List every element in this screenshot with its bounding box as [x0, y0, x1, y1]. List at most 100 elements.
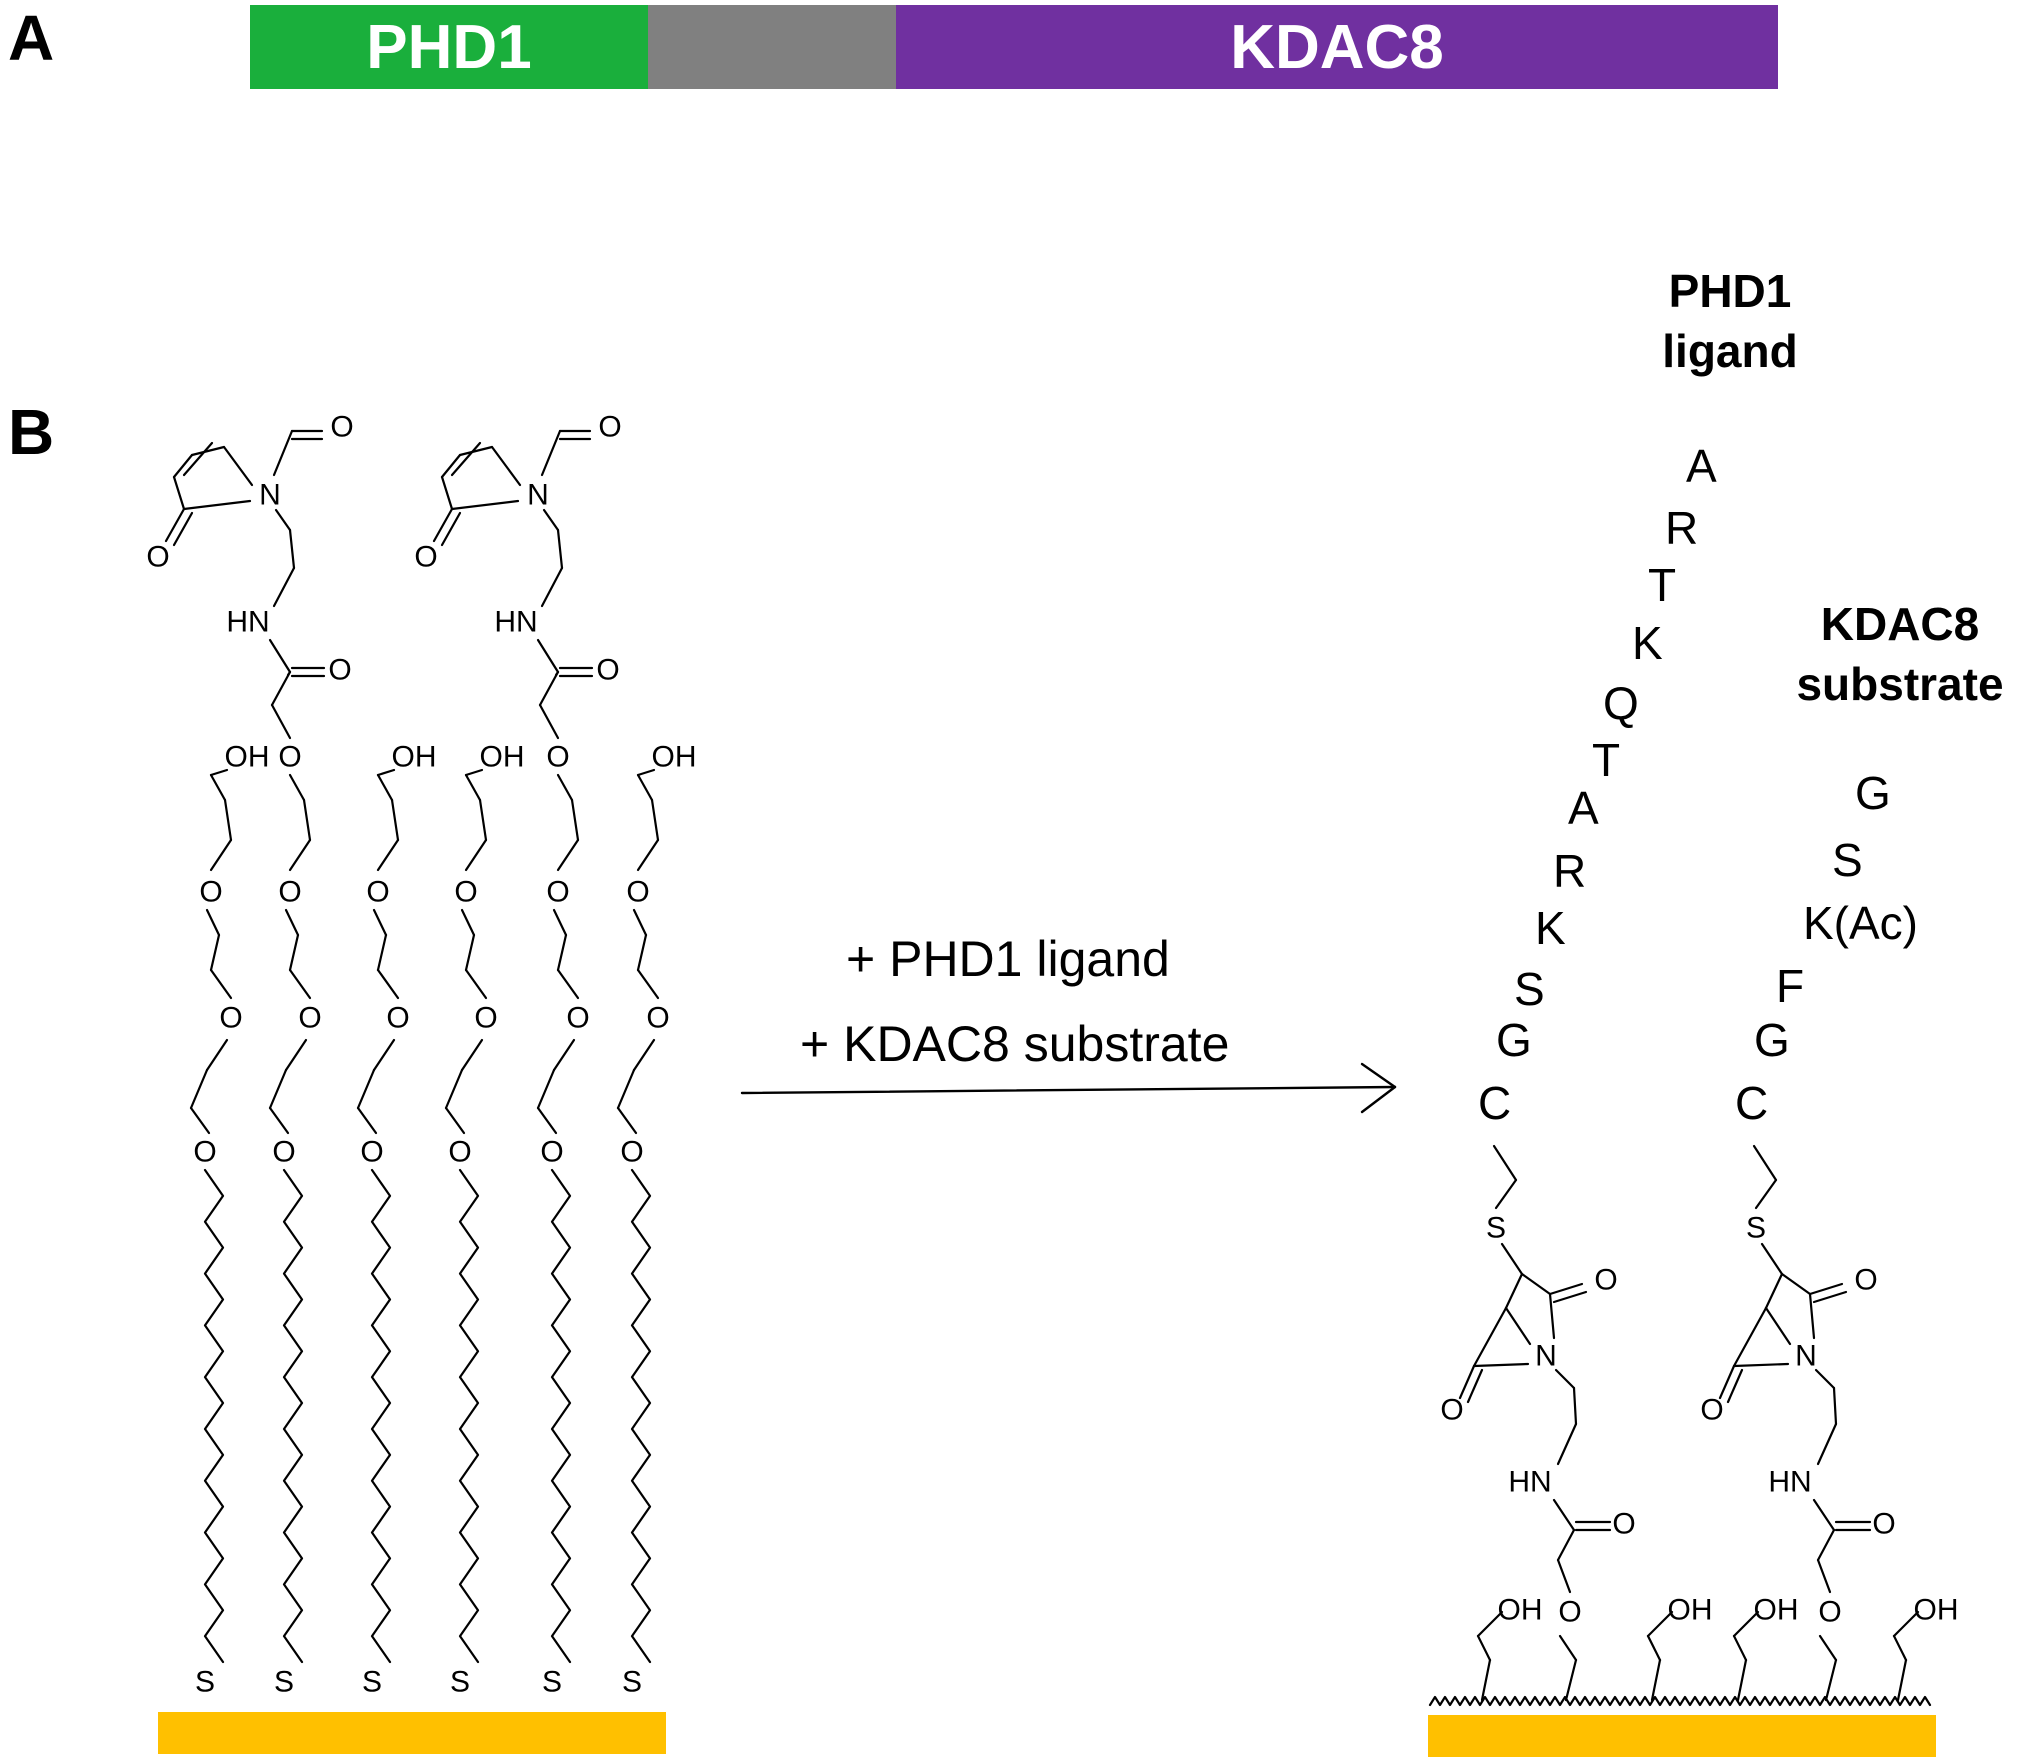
o-atom: O [193, 1136, 216, 1169]
bond [1480, 1658, 1492, 1702]
o-atom: O [646, 1002, 669, 1035]
bond [209, 933, 221, 972]
alkyl-chain [458, 1168, 480, 1664]
reaction-arrow-shaft [740, 1085, 1397, 1095]
bond [440, 475, 454, 511]
bond [172, 475, 186, 511]
bond [632, 908, 648, 937]
bond [1472, 1362, 1530, 1368]
phd1-residue: K [1632, 617, 1663, 669]
kdac8-domain-label: KDAC8 [1230, 12, 1444, 82]
bond [1552, 1290, 1588, 1304]
bond [376, 968, 400, 1000]
bond [1556, 1422, 1578, 1466]
bond [636, 838, 660, 872]
bond [1494, 1178, 1518, 1210]
s-atom: S [450, 1666, 470, 1699]
bond [1824, 1658, 1838, 1702]
bond [1896, 1658, 1908, 1702]
bond [1816, 1528, 1836, 1562]
bond [636, 768, 656, 777]
o-atom: O [278, 876, 301, 909]
bond [288, 968, 312, 1000]
bond [478, 798, 488, 842]
phd1-residue: G [1496, 1014, 1532, 1066]
bond [205, 1038, 229, 1072]
kdac8-substrate-label-line1: KDAC8 [1820, 598, 1980, 650]
bond [632, 1038, 656, 1072]
kdac8-residue: K(Ac) [1803, 897, 1918, 949]
alkyl-chain [282, 1168, 304, 1664]
linker-domain-bar [648, 5, 896, 89]
bond [440, 453, 462, 479]
bond [556, 933, 568, 972]
o-atom: O [328, 654, 351, 687]
o-atom: O [1558, 1596, 1581, 1629]
phd1-residue: T [1648, 559, 1677, 611]
bond [458, 445, 494, 457]
kdac8-residue: G [1754, 1014, 1790, 1066]
bond [1552, 1498, 1576, 1532]
bond [268, 1106, 290, 1135]
o-atom: O [366, 876, 389, 909]
bond [460, 908, 476, 937]
bond [616, 1106, 638, 1135]
bond [556, 528, 564, 570]
kdac8-residue: C [1735, 1077, 1769, 1129]
bond [1558, 1634, 1578, 1662]
panel-b-letter: B [8, 396, 55, 468]
o-atom: O [540, 1136, 563, 1169]
o-atom: O [546, 876, 569, 909]
o-atom: O [1440, 1394, 1463, 1427]
phd1-residue: R [1665, 502, 1699, 554]
bond [460, 1038, 484, 1072]
bond [288, 773, 306, 802]
bond [556, 968, 580, 1000]
bond [464, 768, 484, 777]
phd1-residue: Q [1603, 677, 1639, 729]
phd1-residue: R [1553, 845, 1587, 897]
bond [189, 1106, 211, 1135]
phd1-ligand-label-line2: ligand [1662, 324, 1798, 377]
o-atom: O [1872, 1508, 1895, 1541]
bond [209, 838, 233, 872]
bond [450, 441, 482, 477]
bond [552, 1038, 576, 1072]
bond [1520, 1272, 1552, 1296]
s-atom: S [622, 1666, 642, 1699]
bond [1808, 1282, 1844, 1296]
bond [1814, 1368, 1836, 1390]
bond [556, 838, 580, 872]
oh-group: OH [1754, 1594, 1799, 1627]
bond [302, 798, 312, 842]
bond [209, 968, 233, 1000]
bond [1832, 1386, 1838, 1426]
kdac8-substrate-label-line2: substrate [1796, 657, 2004, 710]
n-atom: N [1795, 1340, 1817, 1373]
phd1-residue: T [1592, 734, 1621, 786]
bond [1548, 1292, 1556, 1340]
bond [189, 1068, 209, 1110]
bond [172, 511, 194, 547]
bond [222, 445, 254, 487]
bond [288, 933, 300, 972]
bond [1476, 1610, 1504, 1638]
bond [376, 838, 400, 872]
bond [182, 499, 252, 511]
bond [650, 798, 660, 842]
o-atom: O [1612, 1508, 1635, 1541]
bond [268, 1068, 288, 1110]
o-atom: O [566, 1002, 589, 1035]
bond [1646, 1610, 1674, 1638]
bond [444, 1068, 464, 1110]
bond [356, 1068, 376, 1110]
bond [390, 798, 400, 842]
bond [1818, 1634, 1838, 1662]
o-atom: O [298, 1002, 321, 1035]
o-atom: O [454, 876, 477, 909]
bond [1732, 1362, 1790, 1368]
reaction-arrow-head [1360, 1062, 1397, 1089]
bond [552, 908, 568, 937]
hn-group: HN [494, 606, 537, 639]
bond [538, 703, 560, 740]
